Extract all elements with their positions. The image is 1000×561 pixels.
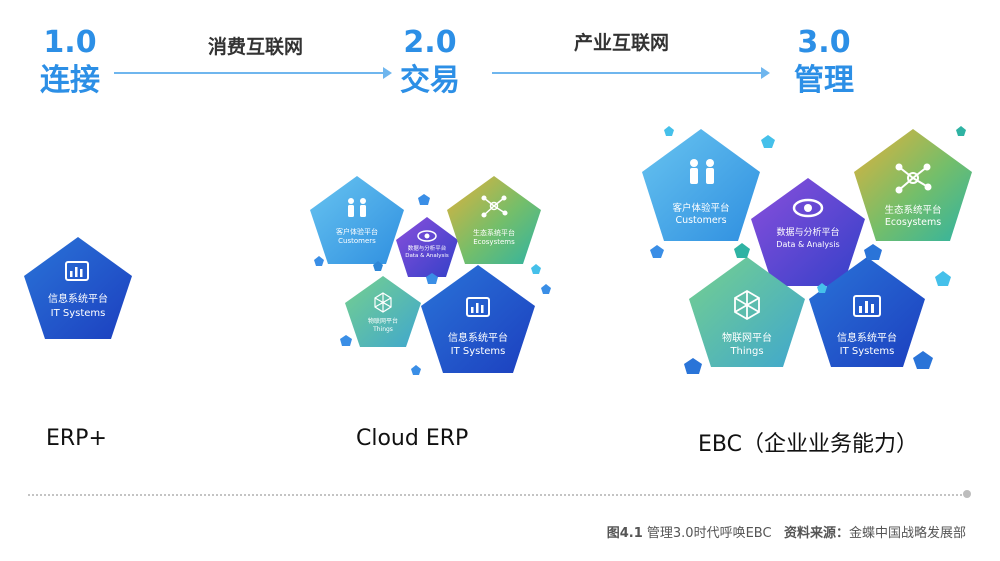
chart-icon (466, 297, 490, 317)
people-icon (690, 159, 714, 184)
figure-number: 图4.1 (606, 526, 643, 541)
transition-label-1: 消费互联网 (208, 36, 304, 58)
figure-caption: 图4.1 管理3.0时代呼唤EBC 资料来源：金蝶中国战略发展部 (607, 522, 966, 541)
it-label-cn: 信息系统平台 (448, 331, 508, 344)
stage-2-data-pentagon: 数据与分析平台 Data & Analysis (396, 217, 458, 277)
eye-icon (792, 198, 824, 218)
customers-label-cn: 客户体验平台 (672, 202, 729, 214)
divider-end-dot (963, 490, 971, 498)
data-label-cn: 数据与分析平台 (408, 244, 447, 252)
stage-1-system-label: ERP+ (46, 426, 107, 451)
stage-3-number: 3.0 (797, 25, 851, 60)
it-label-cn: 信息系统平台 (837, 331, 897, 344)
stage-1-heading: 1.0 连接 (40, 28, 100, 96)
stage-2-things-pentagon: 物联网平台 Things (345, 276, 421, 347)
things-label-cn: 物联网平台 (722, 331, 772, 344)
stage-2-system-label: Cloud ERP (356, 426, 469, 451)
source-name: 金蝶中国战略发展部 (848, 526, 966, 541)
transition-arrow-1 (114, 67, 392, 79)
stage-3-data-pentagon: 数据与分析平台 Data & Analysis (751, 178, 865, 286)
data-label-en: Data & Analysis (405, 253, 449, 259)
things-label-en: Things (729, 346, 763, 357)
stage-1-it-pentagon: 信息系统平台 IT Systems (24, 237, 132, 339)
data-label-en: Data & Analysis (776, 240, 839, 249)
it-label-en: IT Systems (451, 346, 506, 357)
stage-2-eco-pentagon: 生态系统平台 Ecosystems (447, 176, 541, 264)
customers-label-en: Customers (338, 237, 376, 245)
stage-3-customers-pentagon: 客户体验平台 Customers (642, 129, 760, 241)
stage-2-decor-dots (314, 194, 551, 375)
it-label-en: IT Systems (51, 308, 106, 319)
stage-3-it-pentagon: 信息系统平台 IT Systems (809, 257, 925, 367)
stage-3-name: 管理 (794, 63, 854, 98)
things-label-en: Things (372, 326, 393, 333)
data-label-cn: 数据与分析平台 (776, 226, 839, 238)
stage-2-name: 交易 (400, 63, 460, 98)
transition-arrow-2 (492, 67, 770, 79)
eye-icon (417, 230, 437, 242)
stage-3-eco-pentagon: 生态系统平台 Ecosystems (854, 129, 972, 241)
transition-label-2: 产业互联网 (574, 32, 670, 54)
stage-2-customers-pentagon: 客户体验平台 Customers (310, 176, 404, 264)
stage-2-it-pentagon: 信息系统平台 IT Systems (421, 265, 535, 373)
stage-1-name: 连接 (40, 63, 100, 98)
eco-label-en: Ecosystems (473, 238, 515, 246)
stage-3-decor-dots (650, 126, 966, 374)
chart-icon (65, 261, 89, 281)
stage-2-heading: 2.0 交易 (400, 28, 460, 96)
network-icon (895, 163, 932, 194)
network-icon (481, 195, 508, 218)
figure-title: 管理3.0时代呼唤EBC (646, 526, 772, 541)
eco-label-cn: 生态系统平台 (473, 228, 515, 237)
source-label: 资料来源： (783, 526, 849, 541)
globe-network-icon (734, 289, 760, 321)
stage-2-number: 2.0 (403, 25, 457, 60)
stage-3-system-label: EBC（企业业务能力） (698, 432, 918, 457)
people-icon (348, 198, 366, 217)
chart-icon (853, 295, 881, 317)
stage-3-heading: 3.0 管理 (794, 28, 854, 96)
dotted-divider (28, 494, 966, 496)
it-label-en: IT Systems (840, 346, 895, 357)
it-label-cn: 信息系统平台 (48, 292, 108, 305)
customers-label-cn: 客户体验平台 (336, 227, 378, 236)
things-label-cn: 物联网平台 (368, 317, 398, 325)
stage-1-number: 1.0 (43, 25, 97, 60)
eco-label-en: Ecosystems (885, 217, 941, 228)
customers-label-en: Customers (675, 215, 726, 226)
eco-label-cn: 生态系统平台 (884, 204, 941, 216)
globe-network-icon (374, 292, 392, 313)
stage-3-things-pentagon: 物联网平台 Things (689, 257, 805, 367)
